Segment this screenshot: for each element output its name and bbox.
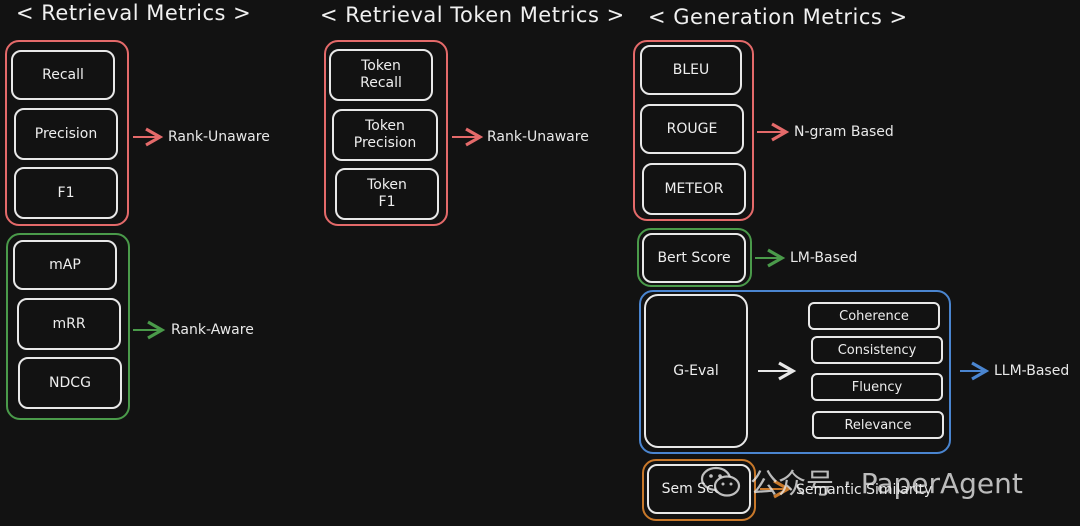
f1-box: F1 [14,167,118,219]
semantic-group [642,459,756,521]
mrr-box: mRR [17,298,121,350]
watermark-text: 公众号 · PaperAgent [750,467,1023,500]
token-precision-box: Token Precision [332,109,438,161]
bert-score-box: Bert Score [642,233,746,283]
retrieval-metrics-title: < Retrieval Metrics > [16,1,252,25]
ndcg-box: NDCG [18,357,122,409]
lm-based-group [637,228,752,287]
recall-box: Recall [11,50,115,100]
watermark: 公众号 · PaperAgent [700,462,1023,502]
rouge-box: ROUGE [640,104,744,154]
meteor-box: METEOR [642,163,746,215]
ngram-group [633,40,754,221]
lm-based-label: LM-Based [790,250,858,266]
retrieval-token-metrics-title: < Retrieval Token Metrics > [320,3,625,27]
fluency-box: Fluency [811,373,943,401]
retrieval-rank-aware-label: Rank-Aware [171,322,254,338]
token-f1-box: Token F1 [335,168,439,220]
precision-box: Precision [14,108,118,160]
token-metrics-group [324,40,448,226]
ngram-based-label: N-gram Based [794,124,894,140]
token-rank-unaware-label: Rank-Unaware [487,129,589,145]
retrieval-rank-aware-group [6,233,130,420]
wechat-icon [700,465,742,499]
token-recall-box: Token Recall [329,49,433,101]
coherence-box: Coherence [808,302,940,330]
llm-based-label: LLM-Based [994,363,1070,379]
g-eval-box: G-Eval [644,294,748,448]
retrieval-rank-unaware-label: Rank-Unaware [168,129,270,145]
generation-metrics-title: < Generation Metrics > [648,5,908,29]
relevance-box: Relevance [812,411,944,439]
retrieval-rank-unaware-group [5,40,129,226]
llm-based-group [639,290,951,454]
bleu-box: BLEU [640,45,742,95]
consistency-box: Consistency [811,336,943,364]
semantic-similarity-label: Semantic Similarity [796,482,933,498]
map-box: mAP [13,240,117,290]
